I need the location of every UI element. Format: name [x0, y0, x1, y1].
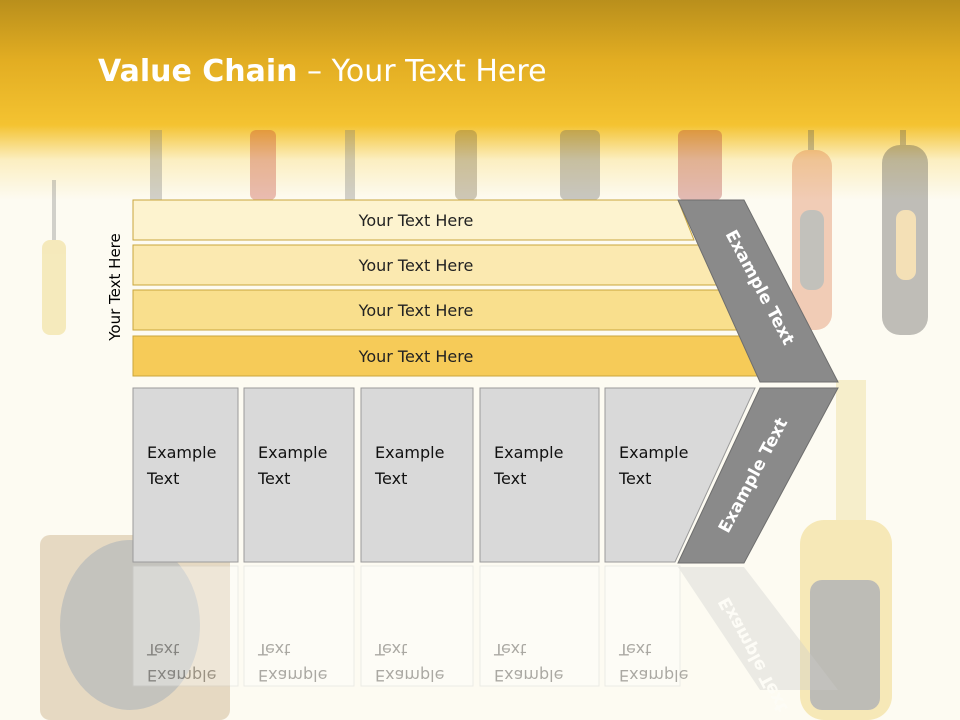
box-line2: Text: [257, 469, 290, 488]
screwdriver-icon: [882, 130, 928, 335]
example-box: [479, 387, 600, 563]
row-bar: [132, 199, 695, 241]
title-rest: – Your Text Here: [297, 54, 547, 89]
box-reflection-line1: Example: [258, 666, 327, 685]
box-line1: Example: [619, 443, 688, 462]
chevron-reflection: Example Text: [678, 567, 838, 715]
box-reflection-line2: Text: [618, 640, 651, 659]
chevron-top: [677, 199, 839, 383]
cable-reel-icon: [40, 535, 230, 720]
box-reflection-line2: Text: [146, 640, 179, 659]
box-reflection: Example Text: [132, 565, 239, 687]
box-reflection-line1: Example: [619, 666, 688, 685]
box-reflection-line1: Example: [147, 666, 216, 685]
box-reflection: Example Text: [360, 565, 474, 687]
example-box: [132, 387, 239, 563]
box-line1: Example: [147, 443, 216, 462]
box-reflection-line2: Text: [374, 640, 407, 659]
tape-measure-icon: [800, 380, 892, 720]
pliers-icon: [150, 130, 722, 200]
chevron-bottom: [677, 387, 839, 564]
slide-title: Value Chain – Your Text Here: [98, 54, 547, 89]
row-label: Your Text Here: [358, 256, 474, 275]
box-line1: Example: [375, 443, 444, 462]
example-box: [360, 387, 474, 563]
box-reflection: Example Text: [604, 565, 688, 687]
title-bold: Value Chain: [98, 54, 298, 89]
box-line1: Example: [258, 443, 327, 462]
box-line2: Text: [493, 469, 526, 488]
row-label: Your Text Here: [358, 347, 474, 366]
box-line2: Text: [618, 469, 651, 488]
screwdriver-icon: [792, 130, 832, 330]
row-label: Your Text Here: [358, 301, 474, 320]
box-reflection-line1: Example: [494, 666, 563, 685]
box-reflection: Example Text: [479, 565, 600, 687]
box-line2: Text: [146, 469, 179, 488]
box-line2: Text: [374, 469, 407, 488]
box-reflection: Example Text: [243, 565, 355, 687]
box-reflection-line2: Text: [257, 640, 290, 659]
header-band: [0, 0, 960, 200]
box-reflection-line1: Example: [375, 666, 444, 685]
row-label: Your Text Here: [358, 211, 474, 230]
example-box: [243, 387, 355, 563]
box-reflection-line2: Text: [493, 640, 526, 659]
box-line1: Example: [494, 443, 563, 462]
example-box: [604, 387, 756, 563]
screwdriver-icon: [42, 180, 66, 335]
